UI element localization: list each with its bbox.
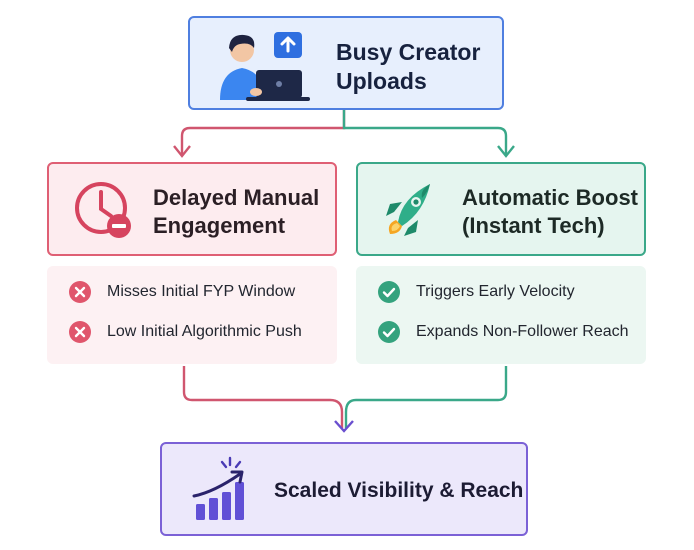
list-item: Expands Non-Follower Reach	[378, 321, 629, 343]
delayed-title-line-2: Engagement	[153, 212, 286, 238]
list-item: Triggers Early Velocity	[378, 281, 575, 303]
boost-outcomes-list: Triggers Early Velocity Expands Non-Foll…	[356, 266, 646, 364]
list-item: Low Initial Algorithmic Push	[69, 321, 302, 343]
arrowhead-bottom	[334, 420, 354, 433]
busy-creator-uploads-node: Busy Creator Uploads	[188, 16, 504, 110]
boost-node-title: Automatic Boost (Instant Tech)	[462, 184, 638, 239]
boost-title-line-1: Automatic Boost	[462, 185, 638, 210]
check-circle-icon	[378, 321, 400, 343]
list-item-label: Expands Non-Follower Reach	[416, 323, 629, 340]
connector-delayed-to-bottom	[182, 366, 344, 428]
rocket-icon	[386, 184, 430, 236]
delayed-node-title: Delayed Manual Engagement	[153, 184, 319, 239]
x-circle-icon	[69, 281, 91, 303]
top-title-line-2: Uploads	[336, 67, 427, 94]
list-item-label: Triggers Early Velocity	[416, 283, 575, 300]
person-laptop-upload-icon	[220, 32, 310, 101]
arrowhead-delayed	[173, 145, 191, 158]
scaled-visibility-node: Scaled Visibility & Reach	[160, 442, 528, 536]
list-item-label: Low Initial Algorithmic Push	[107, 323, 302, 340]
x-circle-icon	[69, 321, 91, 343]
delayed-title-line-1: Delayed Manual	[153, 185, 320, 210]
list-item: Misses Initial FYP Window	[69, 281, 295, 303]
bottom-node-title: Scaled Visibility & Reach	[274, 479, 524, 502]
automatic-boost-node: Automatic Boost (Instant Tech)	[356, 162, 646, 256]
clock-minus-icon	[75, 182, 131, 238]
list-item-label: Misses Initial FYP Window	[107, 283, 296, 300]
connector-top-to-delayed	[180, 110, 346, 154]
bar-chart-growth-icon	[192, 456, 244, 520]
check-circle-icon	[378, 281, 400, 303]
top-node-title: Busy Creator Uploads	[336, 38, 480, 96]
delayed-outcomes-list: Misses Initial FYP Window Low Initial Al…	[47, 266, 337, 364]
top-title-line-1: Busy Creator	[336, 39, 481, 65]
arrowhead-boost	[497, 145, 515, 158]
delayed-manual-engagement-node: Delayed Manual Engagement	[47, 162, 337, 256]
connector-top-to-boost	[342, 110, 508, 154]
connector-boost-to-bottom	[344, 366, 508, 428]
boost-title-line-2: (Instant Tech)	[462, 212, 605, 238]
